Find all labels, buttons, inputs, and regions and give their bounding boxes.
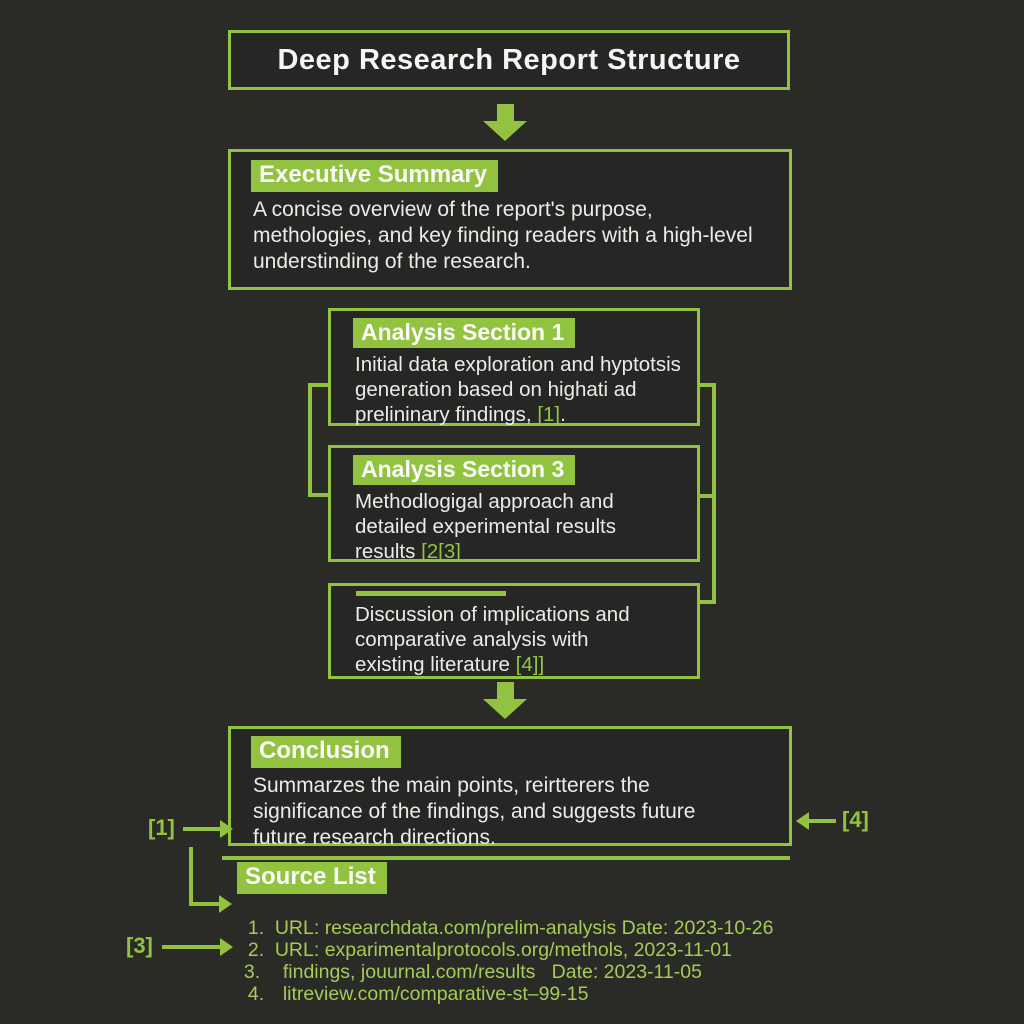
body-text-line: existing literature [4]] [355,653,545,676]
source-list-heading: Source List [237,862,387,894]
body-text-line: understinding of the research. [253,249,531,273]
ref-3-arrowhead-icon [220,938,233,956]
ref-1-elbow-arrowhead-icon [219,895,232,913]
executive-summary-body: A concise overview of the report's purpo… [253,197,789,275]
ref-1-arrow-shaft [183,827,221,831]
body-text-line: Discussion of implications and [355,603,630,626]
ref-4-arrow-shaft [809,819,836,823]
right-bracket-stub-top [700,383,712,387]
body-text-line: comparative analysis with [355,628,589,651]
page-title: Deep Research Report Structure [277,43,741,76]
body-text-line: Summarzes the main points, reirtterers t… [253,773,650,797]
executive-summary-box: Executive Summary A concise overview of … [228,149,792,290]
source-item-text: litreview.com/comparative-st–99-15 [282,983,589,1005]
conclusion-box: Conclusion Summarzes the main points, re… [228,726,792,849]
body-text-line: detailed experimental results [355,515,616,539]
source-list-divider [222,856,790,860]
body-text-line: Initial data exploration and hyptotsis [355,353,681,377]
body-text-line: results [2[3] [355,540,461,564]
right-bracket-stub-middle [700,494,712,498]
source-item-2: 2. URL: exparimentalprotocols.org/methols… [237,916,732,962]
source-item-4: 4. litreview.com/comparative-st–99-15 [237,960,589,1006]
left-bracket-stub-bottom [312,493,328,497]
source-item-text: URL: exparimentalprotocols.org/methols, … [274,939,732,961]
source-item-text: URL: researchdata.com/prelim-analysis Da… [274,917,774,939]
down-arrow-stem [496,104,514,121]
left-bracket-connector [308,383,312,497]
citation-ref-4: [4]] [515,653,545,676]
body-text-line: Methodlogigal approach and [355,490,614,514]
ref-label-3: [3] [126,933,153,958]
left-bracket-stub-top [312,383,328,387]
discussion-box: Discussion of implications and comparati… [328,583,700,679]
body-text-line: significance of the findings, and sugges… [253,799,696,823]
source-item-number: 1. [247,917,265,939]
body-text-line: methologies, and key finding readers wit… [253,223,753,247]
ref-label-1: [1] [148,815,175,840]
source-item-number: 3. [243,961,261,983]
down-arrow-icon [483,104,527,141]
source-item-text: findings, jouurnal.com/results Date: 202… [282,961,702,983]
body-text-line: future research directions. [253,825,496,849]
source-item-3: 3. findings, jouurnal.com/results Date: 2… [233,938,702,984]
source-item-number: 4. [247,983,265,1005]
source-item-number: 2. [247,939,265,961]
right-bracket-stub-bottom [700,600,712,604]
ref-label-4: [4] [842,807,869,832]
executive-summary-heading: Executive Summary [251,160,499,192]
discussion-body: Discussion of implications and comparati… [355,602,697,677]
source-item-1: 1. URL: researchdata.com/prelim-analysis … [237,894,774,940]
analysis-section-1-body: Initial data exploration and hyptotsis g… [355,352,697,427]
analysis-section-1-box: Analysis Section 1 Initial data explorat… [328,308,700,426]
analysis-section-3-box: Analysis Section 3 Methodlogigal approac… [328,445,700,564]
body-text-line: A concise overview of the report's purpo… [253,197,653,221]
ref-1-arrowhead-icon [220,820,233,838]
down-arrow-head [483,699,527,719]
title-box: Deep Research Report Structure [228,30,790,90]
down-arrow-head [483,121,527,141]
analysis-section-3-body: Methodlogigal approach and detailed expe… [355,489,697,564]
down-arrow-icon [483,682,527,719]
ref-1-elbow-horizontal [189,902,220,906]
right-bracket-connector [712,383,716,604]
conclusion-body: Summarzes the main points, reirtterers t… [253,773,789,851]
ref-3-arrow-shaft [162,945,221,949]
body-text-line: prelininary findings, [1]. [355,403,566,427]
ref-1-elbow-vertical [189,847,193,906]
citation-ref-2-3: [2[3] [421,540,461,564]
ref-4-arrowhead-icon [796,812,809,830]
body-text-line: generation based on highati ad [355,378,637,402]
heading-rule [356,591,506,596]
citation-ref-1: [1] [537,403,561,427]
conclusion-heading: Conclusion [251,736,401,768]
analysis-section-3-heading: Analysis Section 3 [353,455,576,486]
analysis-section-1-heading: Analysis Section 1 [353,318,576,349]
down-arrow-stem [496,682,514,699]
